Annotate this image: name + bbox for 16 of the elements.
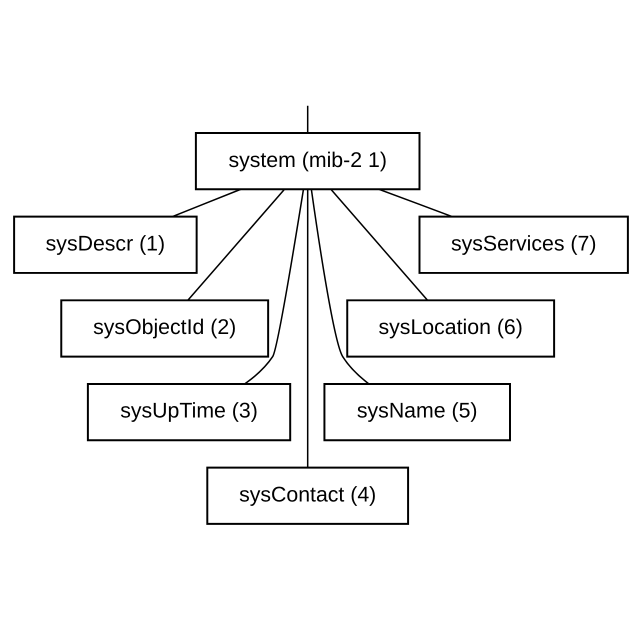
node-box: sysDescr (1) xyxy=(13,216,198,274)
connector xyxy=(172,188,242,218)
node-box: sysObjectId (2) xyxy=(60,299,270,358)
node-box: sysLocation (6) xyxy=(346,299,556,358)
node-box: system (mib-2 1) xyxy=(194,132,420,190)
connector xyxy=(310,189,370,384)
connector xyxy=(244,190,304,385)
node-box: sysServices (7) xyxy=(418,216,629,274)
node-box: sysUpTime (3) xyxy=(86,382,292,442)
connector xyxy=(306,106,308,133)
node-box: sysName (5) xyxy=(323,382,511,442)
connector xyxy=(306,190,308,468)
connector xyxy=(330,189,428,301)
connector xyxy=(187,189,285,301)
node-box: sysContact (4) xyxy=(206,466,410,525)
connector xyxy=(378,188,452,218)
